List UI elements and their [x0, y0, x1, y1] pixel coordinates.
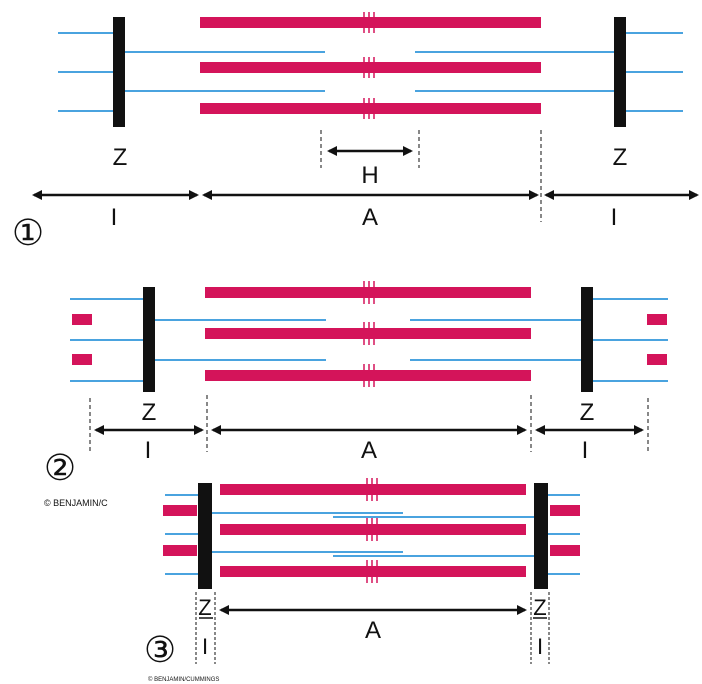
credit-text: © BENJAMIN/CUMMINGS: [148, 676, 219, 683]
z-label-right: Z: [533, 595, 546, 620]
actin-filaments: [165, 494, 580, 575]
z-label-left: Z: [113, 144, 128, 171]
z-label-left: Z: [142, 399, 157, 426]
a-label: A: [362, 204, 378, 231]
z-label-right: Z: [613, 144, 628, 171]
z-label-left: Z: [198, 595, 211, 620]
a-label: A: [365, 617, 381, 644]
m-line: [366, 478, 378, 583]
z-line-left: [143, 287, 155, 392]
actin-filaments: [58, 32, 683, 112]
stage-2-partially-contracted: Z Z I A I ② © BENJAMIN/C: [44, 281, 668, 508]
credit-text: © BENJAMIN/C: [44, 498, 108, 508]
z-line-right: [614, 17, 626, 127]
actin-filaments: [70, 298, 668, 382]
stage-number-1: ①: [12, 212, 44, 253]
band-guides: [195, 592, 550, 664]
z-line-left: [113, 17, 125, 127]
i-label-left: I: [145, 437, 152, 464]
i-label-left: I: [111, 204, 118, 231]
myosin-filaments: [163, 484, 580, 577]
i-label-right: I: [611, 204, 618, 231]
i-label-right: I: [582, 437, 589, 464]
z-line-right: [534, 483, 548, 589]
stage-number-2: ②: [44, 447, 76, 488]
myosin-filaments: [200, 17, 541, 114]
z-line-left: [198, 483, 212, 589]
stage-3-fully-contracted: Z Z I A I ③ © BENJAMIN/CUMMINGS: [144, 478, 580, 683]
h-zone-guides: [320, 130, 542, 222]
stage-number-3: ③: [144, 629, 176, 670]
m-line: [363, 12, 375, 119]
band-guides: [89, 395, 649, 452]
m-line: [363, 281, 375, 387]
stage-1-relaxed: Z Z H I A I ①: [12, 12, 699, 253]
z-label-right: Z: [580, 399, 595, 426]
a-label: A: [361, 437, 377, 464]
myosin-filaments: [72, 287, 667, 381]
z-line-right: [581, 287, 593, 392]
h-label: H: [361, 162, 378, 189]
i-label-right: I: [537, 634, 543, 659]
i-label-left: I: [202, 634, 208, 659]
